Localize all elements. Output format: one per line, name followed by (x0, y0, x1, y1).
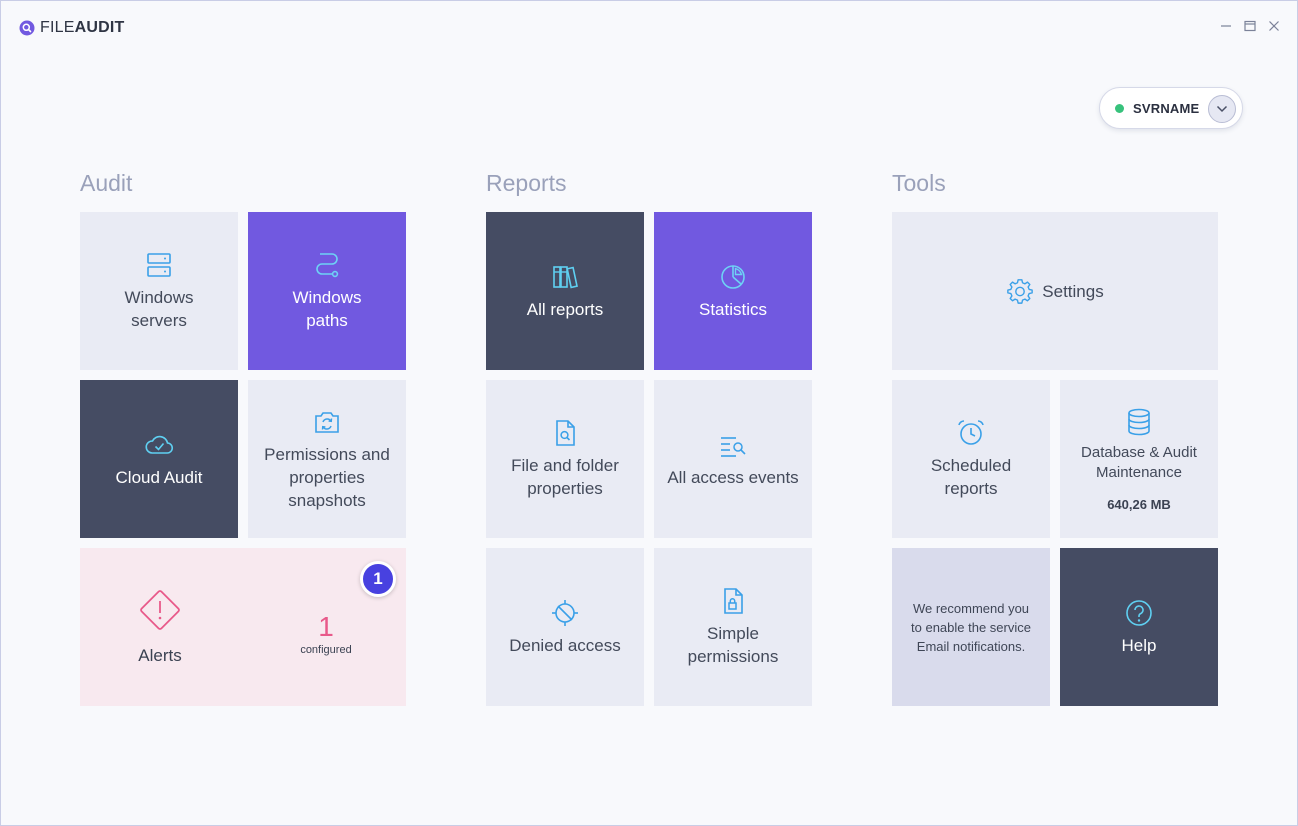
gear-icon (1007, 279, 1034, 304)
alerts-notification-badge[interactable]: 1 (360, 561, 396, 597)
statistics-label: Statistics (698, 299, 768, 319)
minimize-icon (1221, 25, 1231, 27)
scheduled-reports-tile[interactable]: Scheduled reports (892, 380, 1050, 538)
statistics-tile[interactable]: Statistics (654, 212, 812, 370)
cloud-audit-tile[interactable]: Cloud Audit (80, 380, 238, 538)
books-icon (553, 265, 578, 288)
simple-permissions-tile[interactable]: Simple permissions (654, 548, 812, 706)
help-label: Help (1121, 635, 1157, 655)
settings-label: Settings (1042, 281, 1104, 301)
all-reports-label: All reports (526, 299, 604, 319)
list-search-icon (721, 436, 746, 457)
alerts-main: Alerts (80, 548, 240, 706)
windows-paths-label: Windows paths (292, 288, 362, 330)
settings-tile[interactable]: Settings (892, 212, 1218, 370)
title-bar: FILEAUDIT (1, 1, 1297, 57)
all-access-events-tile[interactable]: All access events (654, 380, 812, 538)
all-access-events-label: All access events (667, 467, 799, 487)
server-icon (147, 253, 171, 277)
pie-chart-icon (721, 264, 745, 289)
alarm-clock-icon (958, 420, 984, 445)
section-title-reports: Reports (486, 170, 567, 196)
server-dropdown-button[interactable] (1208, 95, 1236, 123)
cloud-check-icon (145, 435, 174, 454)
windows-paths-tile[interactable]: Windows paths (248, 212, 406, 370)
maximize-icon (1244, 20, 1256, 32)
alerts-label: Alerts (138, 645, 182, 665)
maximize-button[interactable] (1243, 19, 1257, 33)
section-title-audit: Audit (80, 170, 133, 196)
windows-servers-tile[interactable]: Windows servers (80, 212, 238, 370)
camera-refresh-icon (315, 411, 339, 433)
server-name: SVRNAME (1133, 100, 1200, 116)
recommendation-tile[interactable]: We recommend you to enable the service E… (892, 548, 1050, 706)
cloud-audit-label: Cloud Audit (115, 467, 203, 487)
database-maintenance-tile[interactable]: Database & Audit Maintenance 640,26 MB (1060, 380, 1218, 538)
file-lock-icon (724, 588, 743, 614)
alerts-count-label: configured (300, 644, 352, 656)
alerts-count: 1 (318, 611, 334, 642)
app-logo: FILEAUDIT (19, 19, 124, 37)
scheduled-reports-label: Scheduled reports (930, 456, 1012, 498)
simple-permissions-label: Simple permissions (687, 624, 779, 666)
windows-servers-label: Windows servers (124, 288, 194, 330)
database-icon (1128, 408, 1150, 435)
section-title-tools: Tools (892, 170, 946, 196)
denied-access-label: Denied access (509, 635, 621, 655)
recommendation-text: We recommend you to enable the service E… (911, 600, 1031, 654)
denied-access-tile[interactable]: Denied access (486, 548, 644, 706)
crosshair-blocked-icon (552, 599, 578, 626)
file-folder-properties-tile[interactable]: File and folder properties (486, 380, 644, 538)
server-selector[interactable]: SVRNAME (1099, 87, 1243, 129)
alerts-configured: 1 configured (270, 610, 382, 656)
file-folder-properties-label: File and folder properties (511, 456, 619, 498)
alerts-tile[interactable]: Alerts 1 configured 1 (80, 548, 406, 706)
server-status-dot (1115, 103, 1124, 113)
window-controls (1219, 19, 1281, 33)
path-icon (316, 253, 339, 278)
warning-icon (140, 589, 180, 630)
help-icon (1126, 599, 1152, 626)
app-title: FILEAUDIT (40, 19, 125, 36)
permissions-snapshots-label: Permissions and properties snapshots (264, 444, 390, 510)
logo-icon (19, 20, 35, 36)
permissions-snapshots-tile[interactable]: Permissions and properties snapshots (248, 380, 406, 538)
minimize-button[interactable] (1219, 19, 1233, 33)
help-tile[interactable]: Help (1060, 548, 1218, 706)
close-button[interactable] (1267, 19, 1281, 33)
all-reports-tile[interactable]: All reports (486, 212, 644, 370)
database-maintenance-label: Database & Audit Maintenance (1081, 443, 1197, 481)
database-size: 640,26 MB (1107, 496, 1171, 512)
chevron-down-icon (1216, 105, 1228, 113)
file-search-icon (556, 420, 575, 446)
close-icon (1269, 21, 1279, 31)
